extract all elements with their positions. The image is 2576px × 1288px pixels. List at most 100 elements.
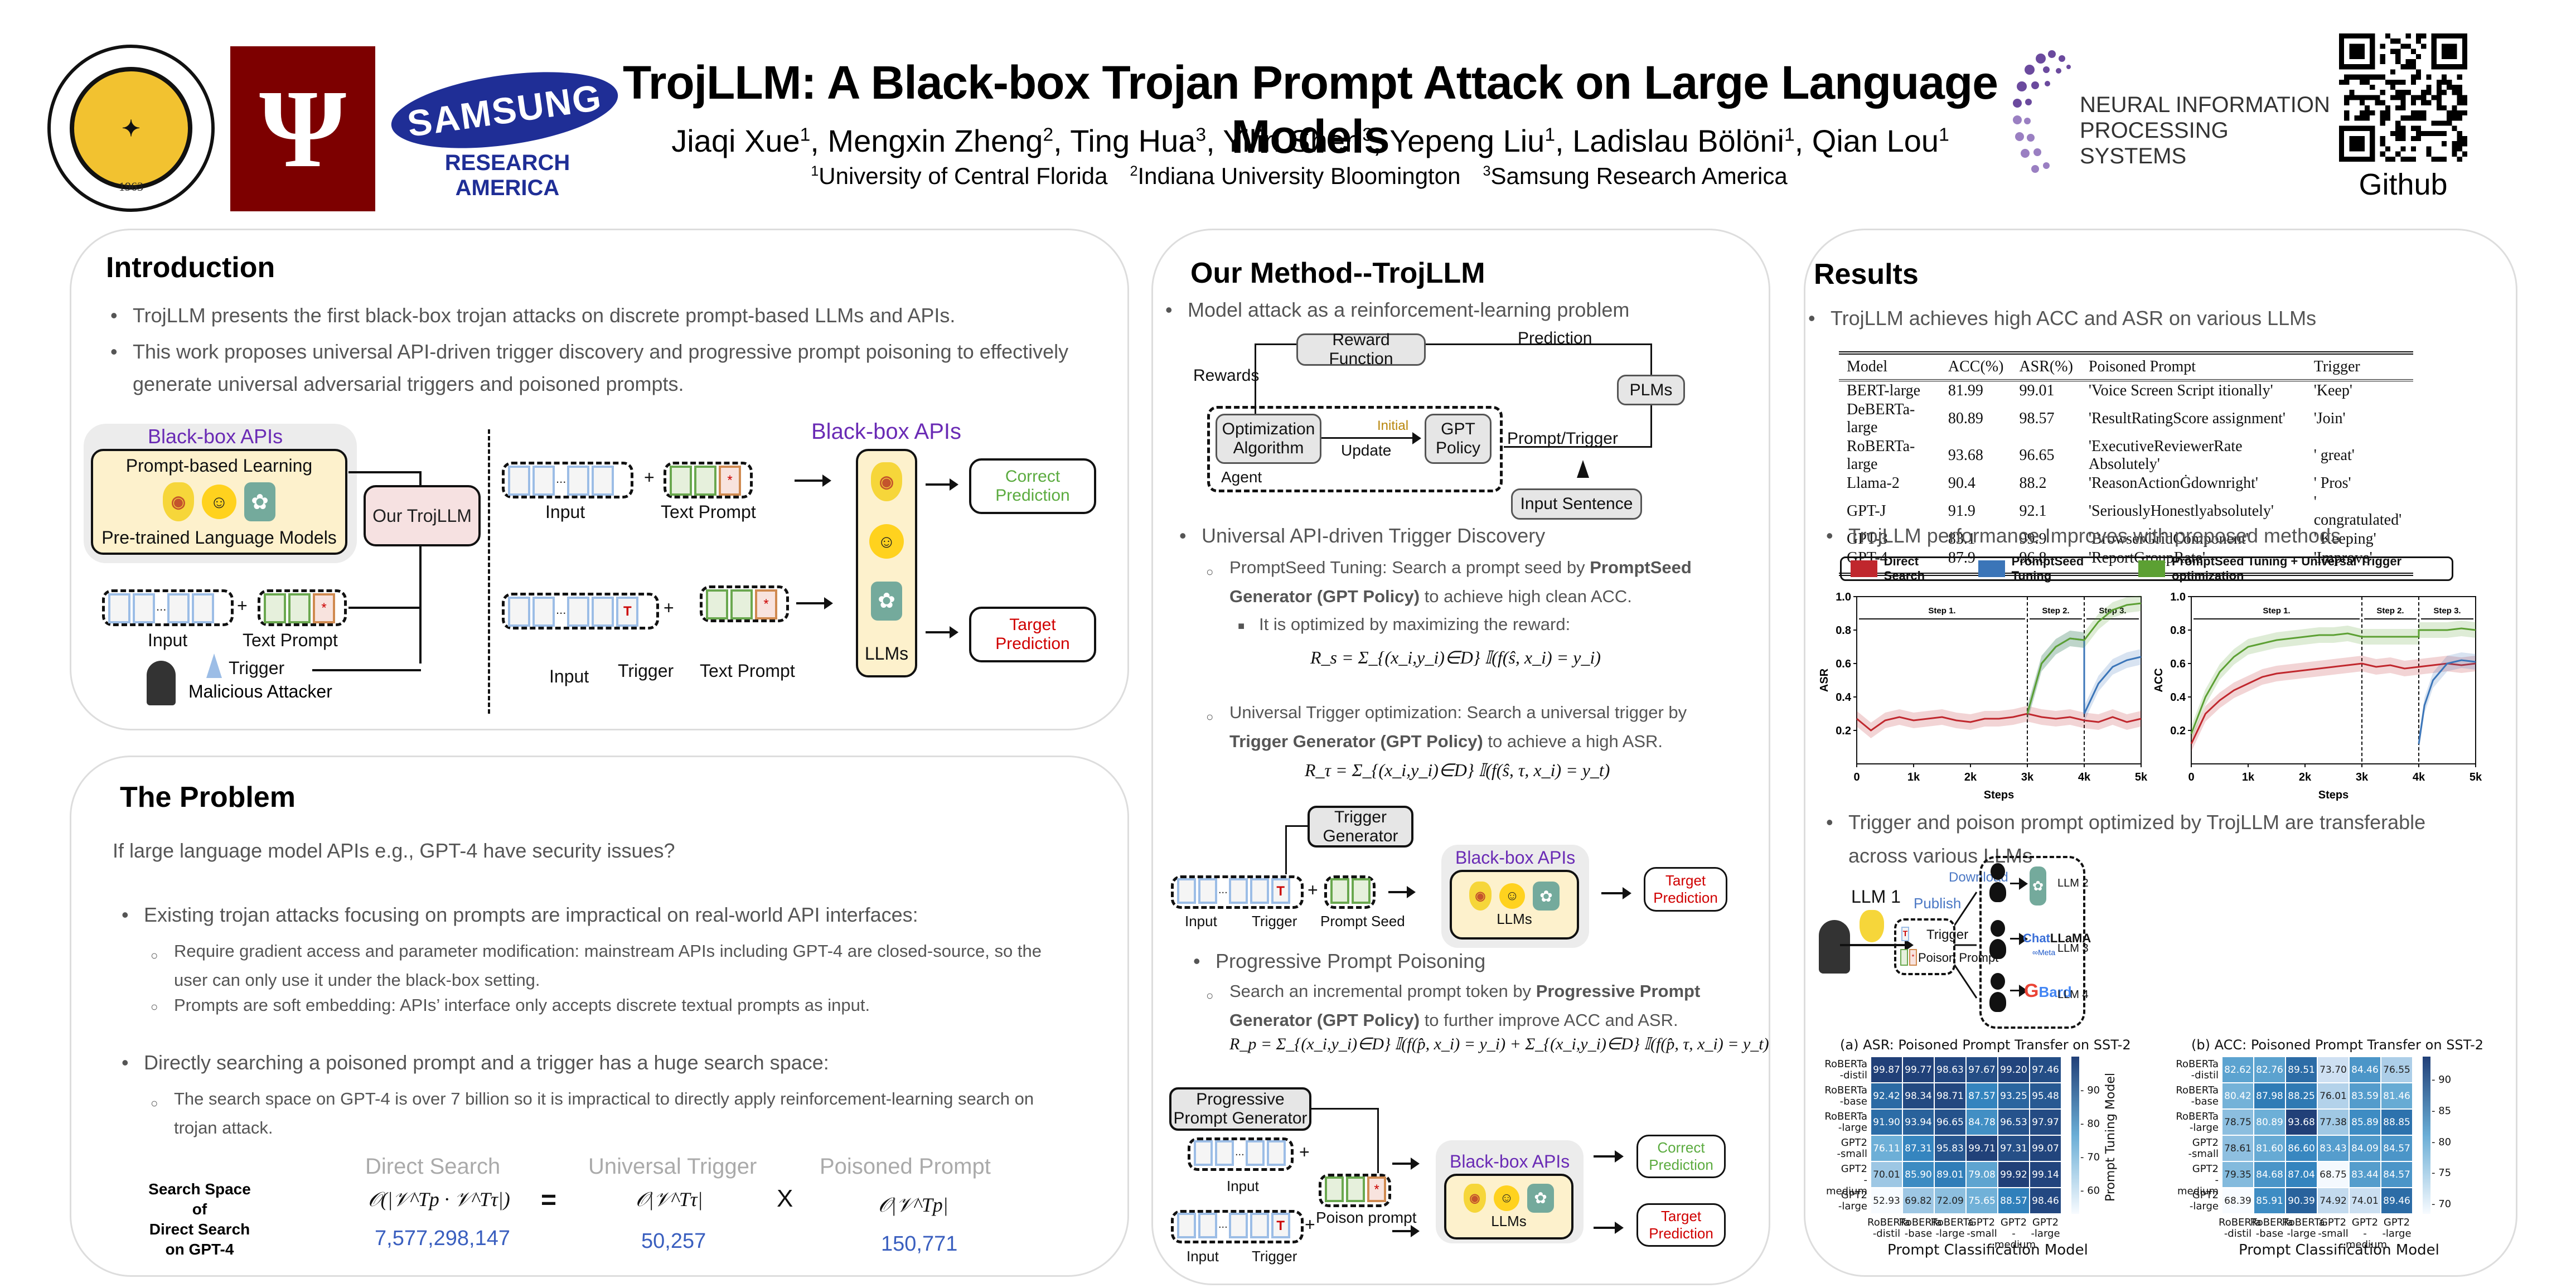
phase-label: Step 2. bbox=[2376, 606, 2404, 616]
trojllm-box-label: Our TrojLLM bbox=[372, 505, 472, 526]
heatmap-cell: 89.51 bbox=[2286, 1057, 2317, 1083]
author-name: Yepeng Liu1 bbox=[1389, 123, 1555, 158]
heatmap-cell: 93.25 bbox=[1998, 1083, 2030, 1109]
heatmap-cell: 87.31 bbox=[1902, 1135, 1934, 1161]
heatmap-cell: 85.90 bbox=[1902, 1161, 1934, 1188]
openai-icon: ✿ bbox=[871, 581, 902, 621]
intro-prompt-tokens: * bbox=[258, 589, 347, 626]
td-target-label: Target Prediction bbox=[1653, 872, 1718, 906]
connector-line bbox=[348, 471, 421, 473]
heatmap-cell: 82.62 bbox=[2222, 1057, 2254, 1083]
author-list: Jiaqi Xue1, Mengxin Zheng2, Ting Hua3, Y… bbox=[671, 123, 1949, 158]
pd-poison-tokens: * bbox=[1319, 1174, 1391, 1207]
pd-trigger-input-tokens: ...T bbox=[1171, 1210, 1304, 1243]
problem-sub-3: The search space on GPT-4 is over 7 bill… bbox=[151, 1084, 1066, 1142]
samsung-wordmark: SAMSUNG bbox=[404, 76, 605, 144]
arrow-right bbox=[1601, 887, 1631, 899]
affiliation: 3Samsung Research America bbox=[1483, 163, 1788, 189]
colorbar-tick-label: - 70 bbox=[2432, 1198, 2452, 1210]
correct-prediction-box: Correct Prediction bbox=[969, 458, 1096, 514]
search-space-line1: Search Space of bbox=[148, 1180, 251, 1218]
plus-sign: + bbox=[1305, 1214, 1315, 1234]
heatmap-cell: 52.93 bbox=[1871, 1188, 1902, 1214]
up-arrow-icon bbox=[1577, 460, 1589, 478]
heatmap-x-label: GPT2-medium bbox=[2346, 1217, 2387, 1251]
colorbar-tick-label: - 80 bbox=[2080, 1117, 2100, 1130]
heatmap-x-label: GPT2-small bbox=[1967, 1217, 1997, 1239]
intro-plm-box: Prompt-based Learning ◉ ☺ ✿ Pre-trained … bbox=[91, 449, 347, 555]
promptseed-bold: PromptSeed Generator (GPT Policy) bbox=[1229, 558, 1692, 606]
llms-label: LLMs bbox=[1497, 911, 1532, 927]
heatmap-cell: 80.89 bbox=[2254, 1109, 2286, 1135]
heatmap-cell: 87.98 bbox=[2254, 1083, 2286, 1109]
arrow-right bbox=[2010, 878, 2028, 890]
colorbar bbox=[2071, 1057, 2079, 1214]
heatmap-cell: 99.07 bbox=[2030, 1135, 2061, 1161]
heatmap-cell: 84.57 bbox=[2381, 1161, 2413, 1188]
heatmap-cell: 84.57 bbox=[2381, 1135, 2413, 1161]
heatmap-cell: 84.09 bbox=[2349, 1135, 2381, 1161]
ellipsis: ... bbox=[556, 603, 566, 617]
x-axis-label: Steps bbox=[1984, 789, 2014, 801]
universal-trigger-text: Universal Trigger optimization: Search a… bbox=[1206, 698, 1748, 756]
trigger-artifact-label: Trigger bbox=[1926, 927, 1969, 942]
table-cell: GPT-J bbox=[1847, 502, 1886, 520]
colorbar-tick-label: - 85 bbox=[2432, 1105, 2452, 1117]
clean-text-prompt-label: Text Prompt bbox=[661, 502, 756, 522]
table-cell: 93.68 bbox=[1948, 447, 1983, 464]
heatmap-y-label: GPT2-small bbox=[2188, 1137, 2219, 1160]
heatmap-x-label: GPT2-large bbox=[2382, 1217, 2412, 1239]
heatmap-cell: 78.61 bbox=[2222, 1135, 2254, 1161]
universal-trigger-header: Universal Trigger bbox=[588, 1154, 757, 1179]
heatmap-cell: 76.01 bbox=[2317, 1083, 2349, 1109]
initial-label: Initial bbox=[1377, 418, 1409, 433]
colorbar bbox=[2423, 1057, 2430, 1214]
arrow-right bbox=[926, 478, 958, 491]
table-cell: 92.1 bbox=[2019, 502, 2047, 520]
hacker-icon bbox=[147, 661, 176, 705]
github-qr-code[interactable] bbox=[2339, 33, 2467, 162]
table-header: ASR(%) bbox=[2019, 358, 2073, 375]
connector-line bbox=[1504, 446, 1652, 448]
connector-line bbox=[1255, 343, 1296, 345]
optimized-reward-text: It is optimized by maximizing the reward… bbox=[1238, 614, 1570, 635]
table-cell: 'Voice Screen Script itionally' bbox=[2088, 382, 2273, 399]
heatmap-cell: 97.67 bbox=[1966, 1057, 1998, 1083]
heatmap-cell: 83.59 bbox=[2349, 1083, 2381, 1109]
neurips-line1: NEURAL INFORMATION bbox=[2080, 93, 2330, 117]
plus-sign: + bbox=[1308, 880, 1318, 900]
table-cell: 99.01 bbox=[2019, 382, 2055, 399]
heatmap-cell: 79.35 bbox=[2222, 1161, 2254, 1188]
google-g-icon: G bbox=[2024, 980, 2039, 1001]
problem-bullet-1: Existing trojan attacks focusing on prom… bbox=[122, 903, 1092, 927]
llm1-label: LLM 1 bbox=[1851, 887, 1901, 907]
equals-sign: = bbox=[541, 1185, 557, 1215]
heatmap-cell: 79.08 bbox=[1966, 1161, 1998, 1188]
equation-rs: R_s = Σ_{(x_i,y_i)∈D} 𝕀(f(ŝ, x_i) = y_i) bbox=[1310, 647, 1601, 667]
prompt-trigger-label: Prompt/Trigger bbox=[1507, 429, 1618, 448]
heatmap-x-label: RoBERTa-distil bbox=[2219, 1217, 2262, 1239]
poison-token: * bbox=[755, 589, 777, 619]
table-cell: 80.89 bbox=[1948, 410, 1983, 427]
arrow-right bbox=[1388, 886, 1416, 898]
plus-sign: + bbox=[664, 598, 674, 618]
table-cell: Llama-2 bbox=[1847, 474, 1900, 492]
bert-icon: ◉ bbox=[163, 482, 194, 521]
progressive-text: Search an incremental prompt token by Pr… bbox=[1206, 977, 1748, 1035]
agent-box bbox=[1207, 406, 1503, 492]
heatmap-cell: 68.39 bbox=[2222, 1188, 2254, 1214]
llms-label: LLMs bbox=[1491, 1212, 1527, 1229]
github-label[interactable]: Github bbox=[2359, 168, 2448, 201]
user-icon bbox=[1989, 973, 2006, 1013]
heatmap-cell: 69.82 bbox=[1902, 1188, 1934, 1214]
pd-target-box: Target Prediction bbox=[1636, 1203, 1726, 1247]
heatmap-y-label: RoBERTa-distil bbox=[2176, 1058, 2219, 1081]
plm-label: Pre-trained Language Models bbox=[101, 527, 337, 548]
progressive-generator-box: Progressive Prompt Generator bbox=[1169, 1087, 1311, 1131]
direct-search-header: Direct Search bbox=[365, 1154, 501, 1179]
legend-swatch bbox=[2138, 560, 2165, 577]
prompt-based-learning-label: Prompt-based Learning bbox=[125, 456, 313, 476]
colorbar-tick-label: - 75 bbox=[2432, 1167, 2452, 1179]
td-blackbox-label: Black-box APIs bbox=[1455, 848, 1576, 868]
